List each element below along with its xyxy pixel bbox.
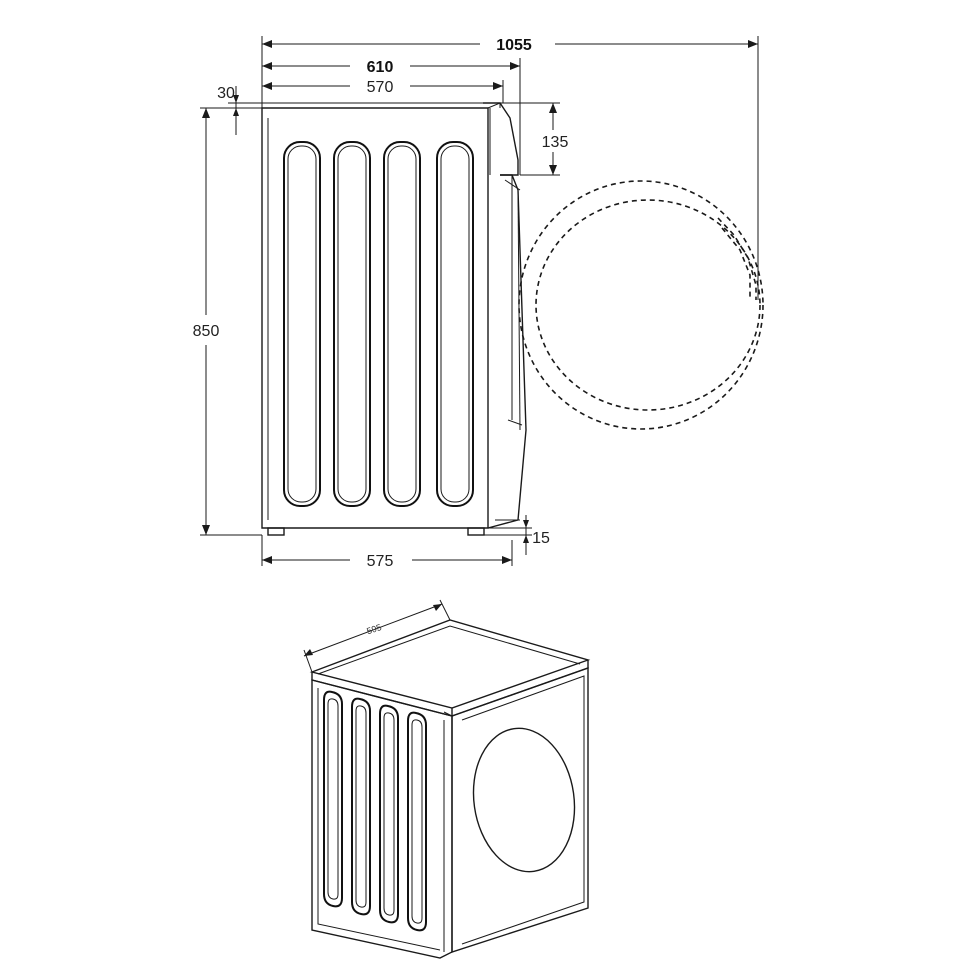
- dim-135: 135: [500, 102, 569, 176]
- dim-850-label: 850: [193, 323, 220, 340]
- dim-1055-label: 1055: [496, 37, 532, 54]
- iso-view: 595: [303, 599, 591, 959]
- side-body-outline: [261, 102, 527, 529]
- side-panels: [283, 141, 474, 507]
- dim-575-label: 575: [367, 553, 394, 570]
- dim-595-label: 595: [365, 622, 382, 636]
- dim-15-label: 15: [532, 530, 550, 547]
- side-panel-3: [383, 141, 421, 507]
- dim-30-label: 30: [217, 85, 235, 102]
- dim-595: 595: [303, 599, 451, 673]
- iso-porthole: [472, 727, 576, 873]
- iso-side-panel-4: [407, 711, 427, 932]
- dim-570: 570: [262, 79, 504, 103]
- iso-left-face: [311, 679, 453, 959]
- dim-30: 30: [217, 85, 483, 135]
- dim-610: 610: [262, 58, 521, 175]
- iso-side-panel-2: [351, 697, 371, 916]
- side-view: 1055 610 570 30: [193, 36, 764, 570]
- dim-575: 575: [261, 535, 513, 570]
- side-panel-1: [283, 141, 321, 507]
- dim-1055: 1055: [261, 36, 759, 300]
- dim-850: 850: [193, 107, 262, 536]
- side-panel-2: [333, 141, 371, 507]
- side-feet: [267, 527, 485, 536]
- open-door-dashed: [518, 180, 764, 430]
- iso-side-panels: [323, 690, 427, 932]
- side-panel-4: [436, 141, 474, 507]
- dim-135-label: 135: [542, 134, 569, 151]
- iso-front-face: [443, 667, 589, 953]
- dim-610-label: 610: [367, 59, 394, 76]
- iso-side-panel-3: [379, 704, 399, 924]
- dim-15: 15: [484, 515, 550, 555]
- dim-570-label: 570: [367, 79, 394, 96]
- iso-side-panel-1: [323, 690, 343, 908]
